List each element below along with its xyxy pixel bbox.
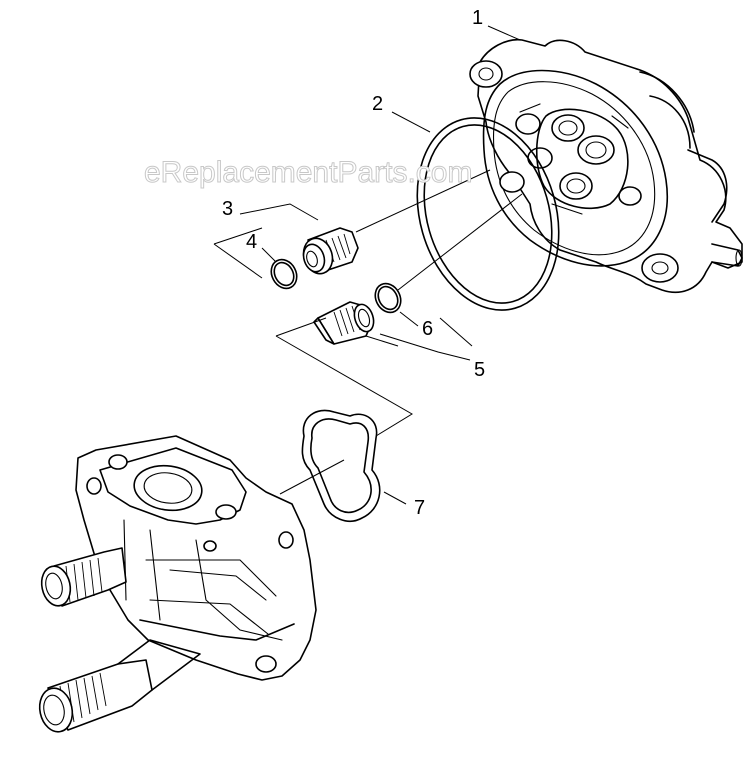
callout-1: 1: [472, 7, 483, 29]
callout-5: 5: [474, 359, 485, 381]
part-6-small-o-ring: [374, 282, 402, 314]
callout-3: 3: [222, 198, 233, 220]
callout-4: 4: [246, 231, 257, 253]
part-5-valve: [313, 301, 375, 345]
callout-2: 2: [372, 93, 383, 115]
part-4-small-o-ring: [270, 258, 298, 290]
part-7-gasket: [301, 409, 381, 522]
callout-6: 6: [422, 318, 433, 340]
part-3-valve: [302, 227, 359, 275]
part-1-pump-head: [469, 38, 743, 294]
callout-7: 7: [414, 497, 425, 519]
lower-housing: [38, 435, 317, 733]
watermark: eReplacementParts.com: [144, 156, 472, 189]
leader-lines: [213, 25, 523, 505]
part-2-large-o-ring: [416, 117, 560, 311]
